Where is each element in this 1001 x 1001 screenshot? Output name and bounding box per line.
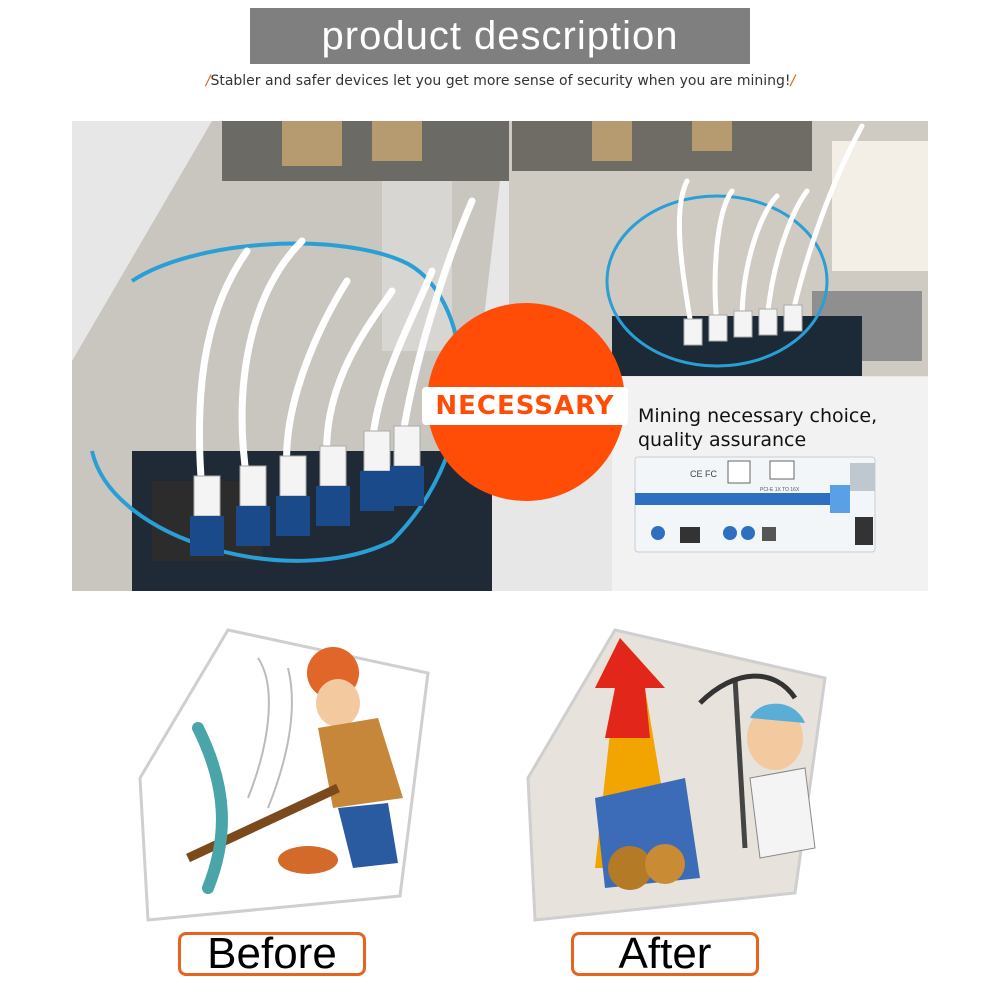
fcc-ce-marks: CE FC xyxy=(690,469,718,479)
page-title: product description xyxy=(321,13,679,58)
subtitle-slash-left: / xyxy=(205,73,211,89)
product-caption: Mining necessary choice, quality assuran… xyxy=(638,404,928,452)
after-label: After xyxy=(618,929,712,978)
after-miner-illustration xyxy=(525,628,830,923)
necessary-label: NECESSARY xyxy=(435,391,615,421)
caption-line-2: quality assurance xyxy=(638,429,807,451)
after-label-box: After xyxy=(571,932,759,976)
subtitle-slash-right: / xyxy=(790,73,796,89)
riser-card-image: CE FC PCI-E 1X TO 16X xyxy=(630,455,885,560)
mining-rig-illustration xyxy=(72,121,928,591)
riser-card-marking: PCI-E 1X TO 16X xyxy=(760,487,800,493)
caption-line-1: Mining necessary choice, xyxy=(638,405,878,427)
riser-card-illustration: CE FC PCI-E 1X TO 16X xyxy=(634,456,876,553)
subtitle-line: /Stabler and safer devices let you get m… xyxy=(0,73,1001,89)
necessary-badge: NECESSARY xyxy=(422,387,628,425)
header-banner: product description xyxy=(250,8,750,64)
before-label-box: Before xyxy=(178,932,366,976)
before-label: Before xyxy=(207,929,337,978)
before-miner-illustration xyxy=(138,628,438,923)
subtitle-text: Stabler and safer devices let you get mo… xyxy=(210,73,791,89)
